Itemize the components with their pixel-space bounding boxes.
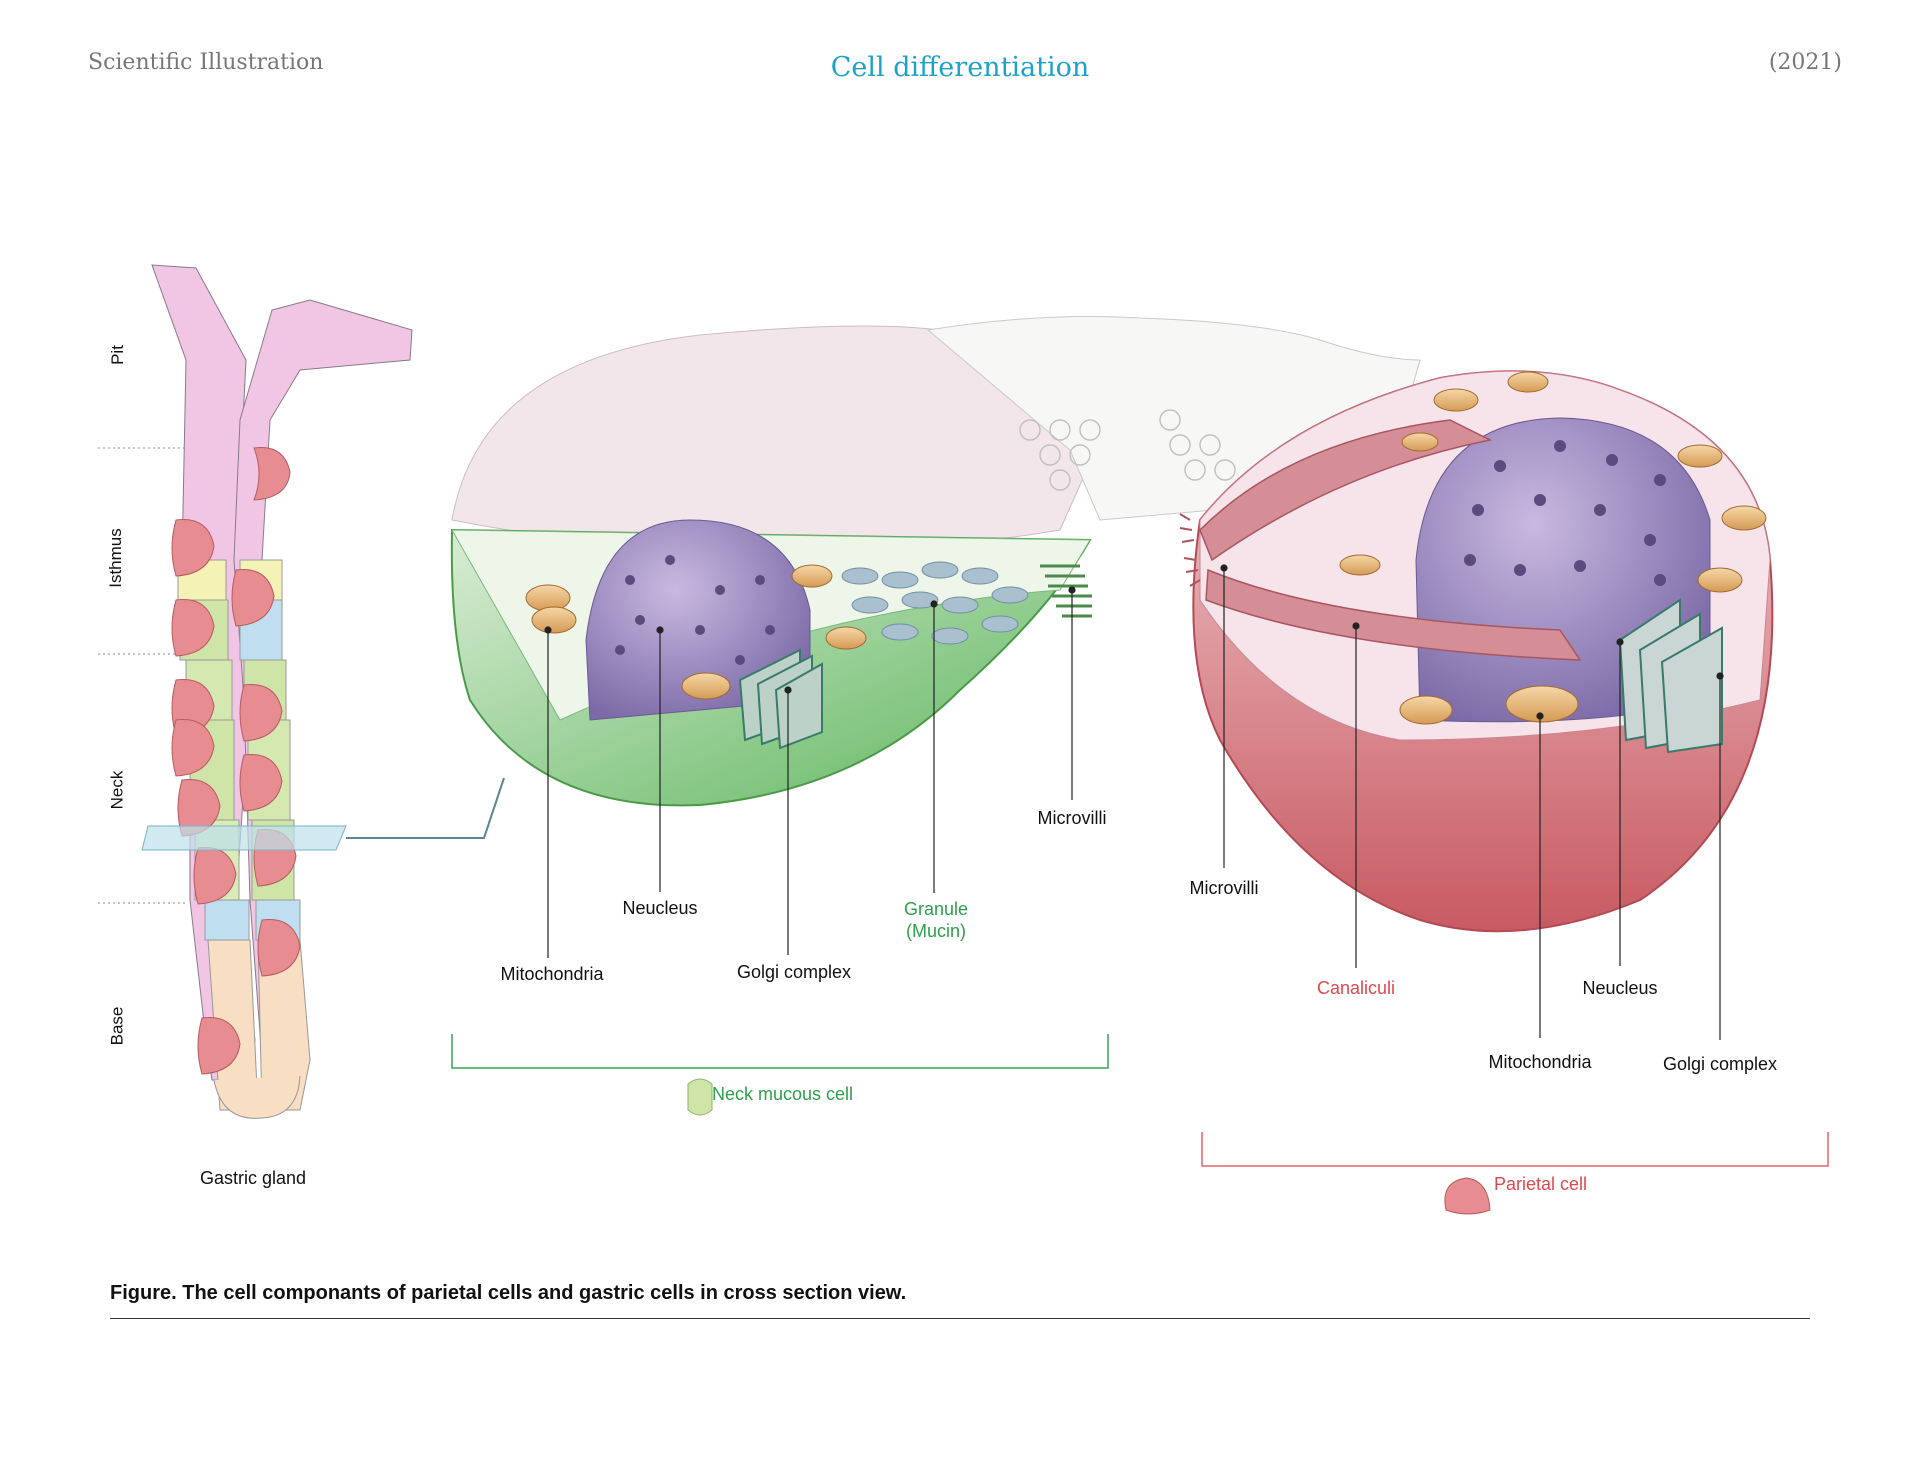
neck-granule-label: Granule (Mucin) xyxy=(903,899,969,941)
parietal-nucleus-label: Neucleus xyxy=(1582,978,1658,998)
parietal-canaliculi-label: Canaliculi xyxy=(1316,978,1396,998)
parietal-golgi-label: Golgi complex xyxy=(1662,1054,1778,1074)
gastric-gland-label: Gastric gland xyxy=(200,1168,307,1188)
neck-nucleus-label: Neucleus xyxy=(622,898,698,918)
header-year: (2021) xyxy=(1768,50,1842,75)
zone-neck: Neck xyxy=(107,770,127,810)
gastric-gland xyxy=(98,264,505,1119)
page-title: Cell differentiation xyxy=(830,52,1090,83)
neck-mucous-cell-label: Neck mucous cell xyxy=(712,1084,854,1104)
neck-cell-bracket xyxy=(451,1034,1109,1069)
parietal-cell-label: Parietal cell xyxy=(1494,1174,1588,1194)
parietal-cell xyxy=(1179,370,1774,933)
zone-isthmus: Isthmus xyxy=(105,528,125,588)
parietal-microvilli-label: Microvilli xyxy=(1189,878,1259,898)
zone-base: Base xyxy=(107,1006,127,1046)
parietal-mitochondria-label: Mitochondria xyxy=(1488,1052,1592,1072)
neck-mucous-cell xyxy=(450,519,1092,807)
parietal-cell-bracket xyxy=(1201,1132,1829,1167)
zone-pit: Pit xyxy=(107,345,127,365)
neck-golgi-label: Golgi complex xyxy=(736,962,852,982)
neck-mitochondria-label: Mitochondria xyxy=(500,964,604,984)
figure-caption: Figure. The cell componants of parietal … xyxy=(110,1282,907,1304)
neck-mucous-cell-icon xyxy=(687,1078,713,1116)
neck-microvilli-label: Microvilli xyxy=(1037,808,1107,828)
background-cells xyxy=(451,316,1421,554)
parietal-cell-icon xyxy=(1444,1177,1491,1215)
caption-rule xyxy=(110,1318,1810,1319)
header-left: Scientific Illustration xyxy=(88,50,324,75)
